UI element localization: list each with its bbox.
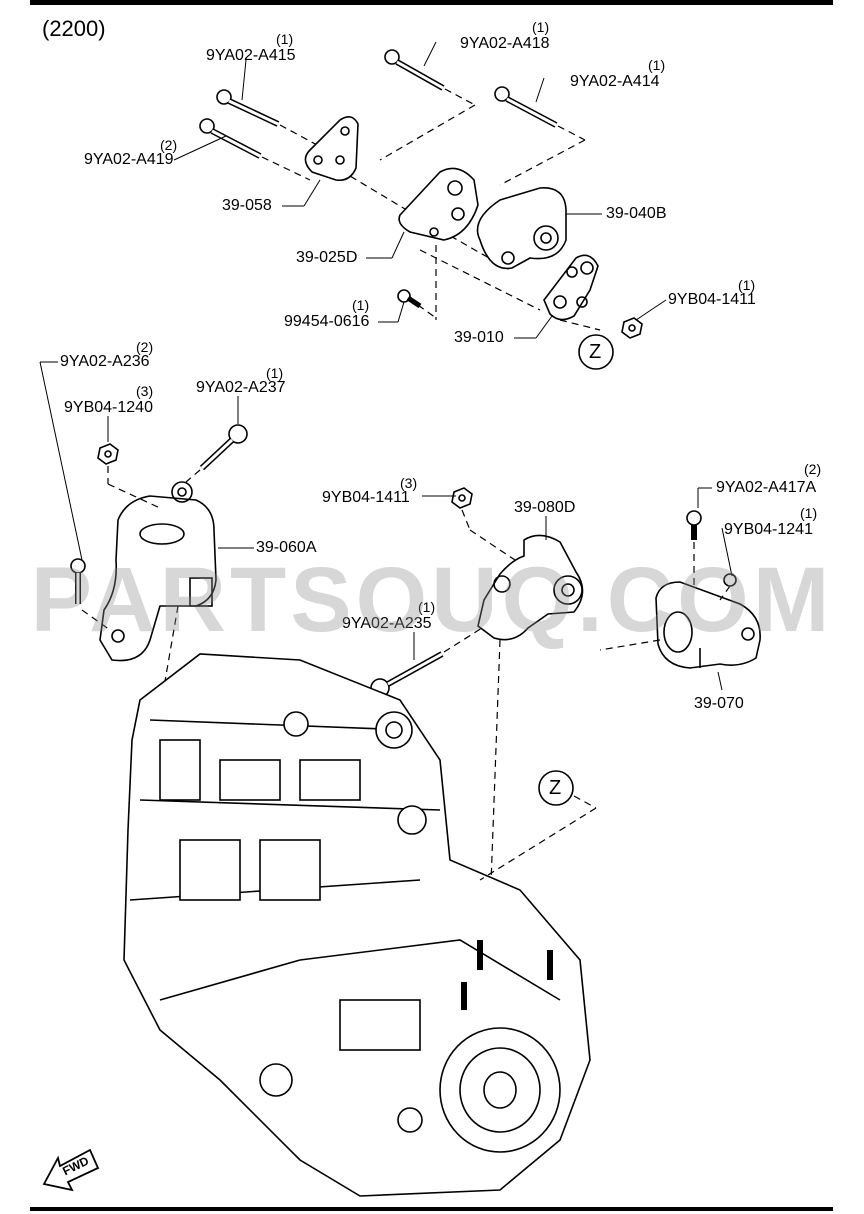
nut-9yb04-1411-upper[interactable] [621, 317, 643, 339]
engine-mount-39-060a[interactable] [99, 495, 217, 662]
bracket-39-058[interactable] [304, 116, 359, 182]
watermark: PARTSOUQ.COM [30, 549, 834, 651]
qty-9yb04-1411-center: (3) [400, 475, 418, 491]
part-label-9yb04-1411-center[interactable]: 9YB04-1411 [322, 489, 410, 506]
nut-9yb04-1411-center[interactable] [451, 487, 473, 509]
part-label-a237[interactable]: 9YA02-A237 [196, 379, 286, 396]
engine-assembly [123, 653, 591, 1197]
part-label-a417a[interactable]: 9YA02-A417A [716, 479, 817, 496]
bracket-39-025d[interactable] [398, 167, 479, 241]
part-label-9yb04-1241[interactable]: 9YB04-1241 [724, 521, 813, 538]
label-leaders [107, 41, 733, 691]
alignment-lines-center [443, 509, 519, 911]
callout-z-upper-circle [578, 334, 614, 370]
engine-mount-39-080d[interactable] [477, 534, 584, 641]
top-border [30, 0, 833, 5]
part-label-9yb04-1411-upper[interactable]: 9YB04-1411 [668, 291, 756, 308]
bolt-99454-0616[interactable] [397, 289, 422, 309]
qty-a418: (1) [532, 19, 550, 35]
bolt-a236[interactable] [70, 558, 86, 604]
part-label-39-070[interactable]: 39-070 [694, 695, 744, 712]
part-label-39-040b[interactable]: 39-040B [606, 205, 667, 222]
part-label-99454-0616[interactable]: 99454-0616 [284, 313, 370, 330]
part-label-a236[interactable]: 9YA02-A236 [60, 353, 150, 370]
bolt-a419[interactable] [199, 118, 262, 159]
bracket-39-010[interactable] [543, 254, 599, 321]
qty-a236: (2) [136, 339, 154, 355]
fwd-arrow-icon [42, 1148, 100, 1192]
bolt-a235[interactable] [370, 651, 444, 698]
qty-99454-0616: (1) [352, 297, 370, 313]
part-label-39-025d[interactable]: 39-025D [296, 249, 358, 266]
part-label-a235[interactable]: 9YA02-A235 [342, 615, 432, 632]
part-label-a415[interactable]: 9YA02-A415 [206, 47, 296, 64]
part-label-39-080d[interactable]: 39-080D [514, 499, 576, 516]
part-label-a419[interactable]: 9YA02-A419 [84, 151, 174, 168]
qty-a417a: (2) [804, 461, 822, 477]
leader-a236 [39, 361, 83, 561]
bottom-border [30, 1207, 833, 1211]
part-label-a418[interactable]: 9YA02-A418 [460, 35, 550, 52]
alignment-lines-right [599, 542, 731, 651]
diagram-code: (2200) [42, 16, 106, 41]
callout-z-lower-circle [538, 770, 574, 806]
part-label-39-010[interactable]: 39-010 [454, 329, 504, 346]
engine-mount-39-040b[interactable] [476, 187, 567, 270]
callout-z-lower: Z [549, 777, 562, 799]
engine-mount-39-070[interactable] [655, 581, 761, 669]
bolt-a415[interactable] [216, 89, 280, 127]
part-label-9yb04-1240[interactable]: 9YB04-1240 [64, 399, 153, 416]
qty-a415: (1) [276, 31, 294, 47]
bolt-a418[interactable] [384, 49, 445, 91]
alignment-lines-lower [479, 795, 597, 881]
nut-9yb04-1240[interactable] [97, 443, 119, 465]
bolt-a414[interactable] [494, 86, 558, 128]
qty-9yb04-1241: (1) [800, 505, 818, 521]
qty-a237: (1) [266, 365, 284, 381]
bolt-a237[interactable] [199, 424, 248, 471]
qty-a419: (2) [160, 137, 178, 153]
qty-9yb04-1240: (3) [136, 383, 154, 399]
qty-a235: (1) [418, 599, 436, 615]
bolt-a417a[interactable] [686, 510, 702, 540]
part-label-39-058[interactable]: 39-058 [222, 197, 272, 214]
part-label-a414[interactable]: 9YA02-A414 [570, 73, 660, 90]
qty-9yb04-1411-upper: (1) [738, 277, 756, 293]
callout-z-upper: Z [589, 341, 602, 363]
part-label-39-060a[interactable]: 39-060A [256, 539, 317, 556]
qty-a414: (1) [648, 57, 666, 73]
